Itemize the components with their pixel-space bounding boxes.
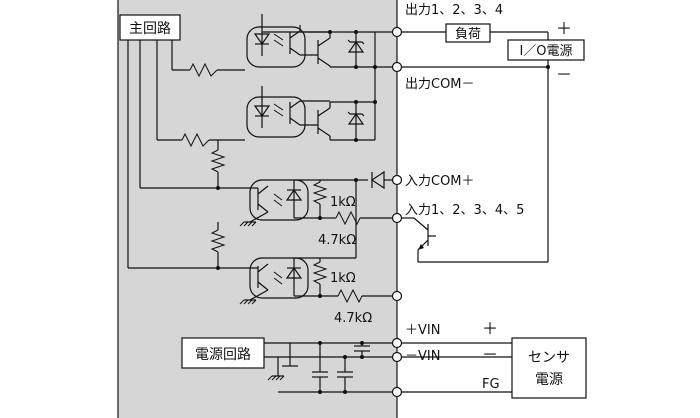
sensor-power-block: ＋VIN －VIN FG センサ 電源 ＋ － [402, 319, 587, 399]
fg-label: FG [482, 377, 500, 392]
load-label: 負荷 [455, 27, 481, 42]
output-block-2 [181, 32, 377, 148]
terminals [391, 26, 403, 398]
terminal-input-1 [391, 212, 403, 224]
terminal-fg [391, 386, 403, 398]
sensor-minus-label: － [482, 345, 498, 364]
input-com-label: 入力COM＋ [405, 174, 475, 189]
resistor-1k-a: 1kΩ [330, 195, 356, 210]
terminal-vin-minus [391, 351, 403, 363]
output-channels-label: 出力1、2、3、4 [405, 3, 503, 18]
output-com-label: 出力COM－ [405, 77, 475, 92]
main-circuit-block: 主回路 [119, 14, 181, 41]
io-minus-label: － [556, 65, 572, 84]
main-circuit-label: 主回路 [129, 21, 171, 37]
terminal-vin-plus [391, 337, 403, 349]
resistor-1k-b: 1kΩ [330, 271, 356, 286]
sensor-power-label-line2: 電源 [535, 372, 563, 388]
resistor-47k-b: 4.7kΩ [334, 311, 372, 326]
resistor-47k-a: 4.7kΩ [318, 233, 356, 248]
terminal-input-2 [391, 290, 403, 302]
input-block-1: 1kΩ 4.7kΩ [239, 179, 393, 248]
terminal-input-com [391, 174, 403, 186]
input-block-2: 1kΩ 4.7kΩ [239, 257, 393, 326]
terminal-output-com [391, 61, 403, 73]
power-circuit-label: 電源回路 [195, 347, 251, 363]
io-plus-label: ＋ [556, 19, 572, 38]
io-power-label: I／O電源 [519, 44, 572, 59]
output-block-1 [189, 14, 393, 78]
terminal-output [391, 26, 403, 38]
sensor-plus-label: ＋ [482, 319, 498, 338]
external-input-wiring: 入力COM＋ 入力1、2、3、4、5 [402, 174, 548, 263]
vin-plus-label: ＋VIN [405, 323, 440, 338]
input-channels-label: 入力1、2、3、4、5 [405, 203, 524, 218]
external-output-wiring: 負荷 I／O電源 ＋ － 出力1、2、3、4 出力COM－ [402, 3, 585, 262]
input-common-rail [320, 170, 393, 259]
sensor-power-label-line1: センサ [528, 350, 570, 366]
power-circuit-block: 電源回路 [181, 337, 393, 394]
main-circuit-lines [127, 40, 258, 269]
input-bias-resistors [210, 140, 226, 270]
